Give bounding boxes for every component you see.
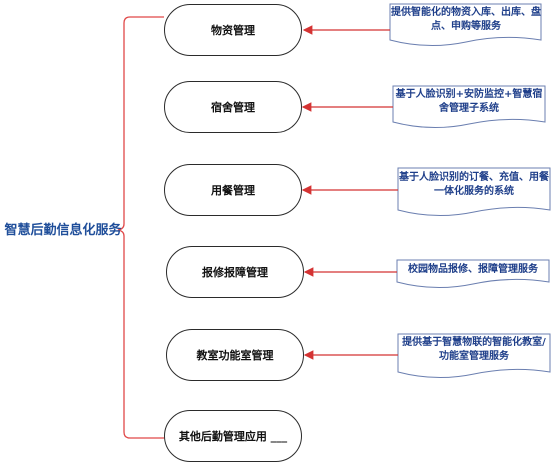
note-repair: 校园物品报修、报障管理服务 (408, 264, 538, 275)
note-box-dining (397, 167, 551, 217)
node-repair: 报修报障管理 (166, 246, 304, 298)
root-title: 智慧后勤信息化服务 (4, 223, 122, 238)
node-materials: 物资管理 (164, 4, 302, 56)
note-classroom: 提供基于智慧物联的智能化教室/功能室管理服务 (402, 337, 546, 362)
note-box-dorm (392, 85, 546, 129)
node-dorm: 宿舍管理 (164, 81, 302, 133)
node-classroom: 教室功能室管理 (166, 329, 304, 381)
node-other: 其他后勤管理应用 ___ (164, 410, 302, 462)
note-dining: 基于人脸识别的订餐、充值、用餐一体化服务的系统 (399, 172, 549, 197)
root-bracket (117, 16, 164, 439)
note-box-repair (396, 259, 550, 289)
node-dining: 用餐管理 (164, 164, 302, 216)
note-box-materials (389, 3, 542, 47)
note-materials: 提供智能化的物资入库、出库、盘点、申购等服务 (391, 7, 541, 32)
note-box-classroom (397, 333, 551, 379)
note-dorm: 基于人脸识别+安防监控+智慧宿舍管理子系统 (395, 89, 543, 114)
